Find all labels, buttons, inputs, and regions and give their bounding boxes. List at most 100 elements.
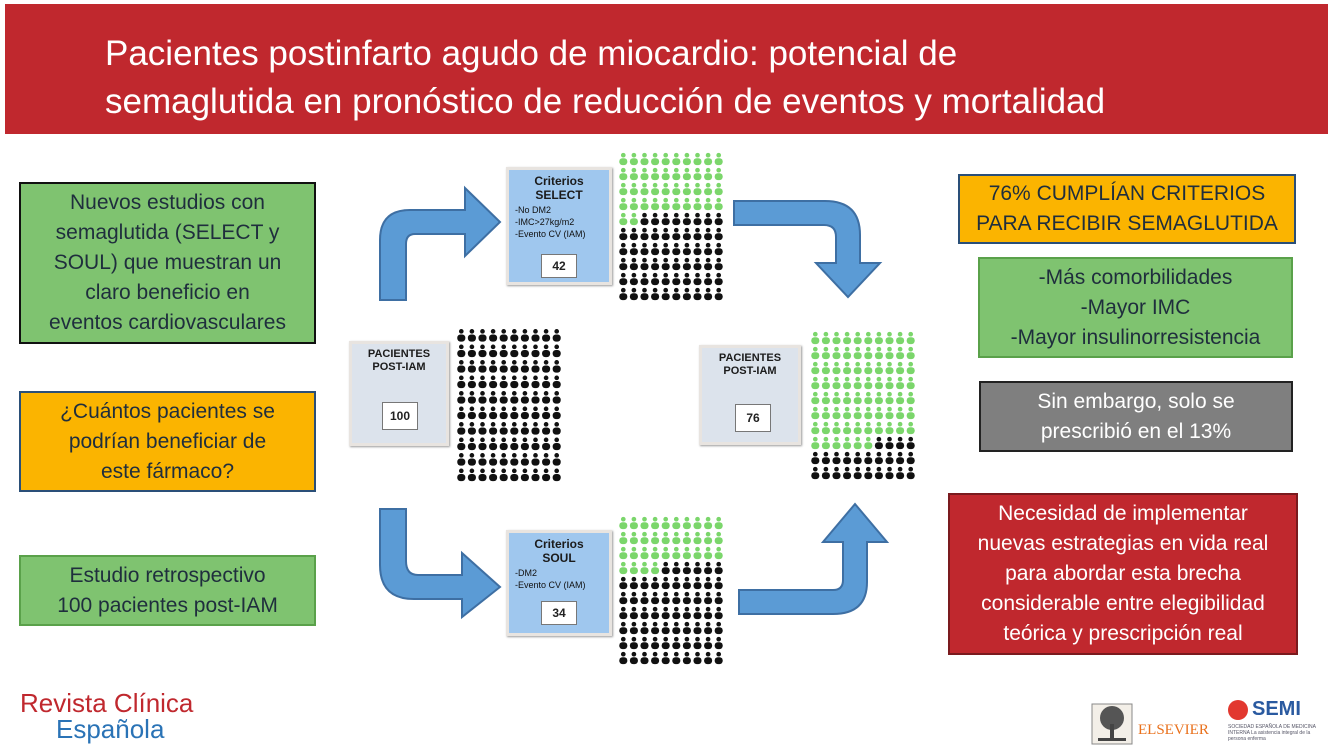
person-icon [510,406,519,420]
person-icon [682,531,691,545]
person-icon [853,376,862,390]
person-icon [651,636,660,650]
person-icon [467,391,476,404]
person-icon [552,375,561,389]
person-icon [853,451,862,465]
person-icon [457,468,466,482]
person-icon [457,344,466,358]
person-icon [629,591,638,605]
person-icon [467,437,476,451]
person-icon [704,606,713,620]
person-icon [467,360,476,373]
person-icon [651,152,660,166]
person-icon [832,361,841,375]
person-icon [672,287,681,301]
person-icon [661,531,670,545]
person-icon [843,406,852,420]
person-icon [499,375,508,389]
person-icon [520,375,529,389]
person-icon [531,453,540,466]
person-icon [843,331,852,345]
person-icon [821,376,830,390]
person-icon [811,346,820,360]
person-icon [478,329,487,342]
person-icon [651,167,660,181]
person-icon [629,242,638,256]
person-icon [552,391,561,404]
text-line: teórica y prescripción real [1003,622,1243,645]
person-icon [714,272,723,286]
person-icon [682,287,691,301]
person-icon [714,516,723,530]
person-icon [510,422,519,435]
person-icon [489,406,498,420]
person-icon [661,591,670,605]
person-icon [682,212,691,226]
criterion: -Evento CV (IAM) [515,229,586,239]
person-icon [640,152,649,166]
person-icon [619,621,628,635]
person-icon [489,468,498,482]
person-icon [811,421,820,435]
person-icon [619,287,628,301]
person-icon [682,621,691,635]
text-line: Necesidad de implementar [998,502,1248,525]
person-icon [651,272,660,286]
person-icon [693,621,702,635]
criterion: -DM2 [515,568,537,578]
person-icon [832,451,841,465]
person-icon [874,451,883,465]
person-icon [510,453,519,466]
person-icon [714,242,723,256]
person-icon [672,212,681,226]
person-icon [489,437,498,451]
person-icon [672,606,681,620]
person-icon [714,152,723,166]
title-line-1: Pacientes postinfarto agudo de miocardio… [105,34,958,73]
person-icon [864,391,873,405]
criterion: -Evento CV (IAM) [515,580,586,590]
person-icon [651,546,660,560]
person-icon [629,182,638,196]
people-grid-all [457,329,561,482]
person-icon [640,242,649,256]
person-icon [629,621,638,635]
person-icon [821,466,830,480]
person-icon [629,546,638,560]
person-icon [619,561,628,575]
person-icon [714,636,723,650]
arrow-right-up-icon [738,502,890,615]
person-icon [714,606,723,620]
person-icon [629,152,638,166]
text-line: podrían beneficiar de [68,429,267,453]
person-icon [629,212,638,226]
person-icon [672,167,681,181]
person-icon [520,344,529,358]
person-icon [693,182,702,196]
person-icon [520,406,529,420]
person-icon [629,576,638,590]
person-icon [821,451,830,465]
person-icon [843,361,852,375]
person-icon [864,346,873,360]
person-icon [510,468,519,482]
select-criteria-card: Criterios SELECT -No DM2 -IMC>27kg/m2 -E… [506,167,612,285]
person-icon [629,227,638,241]
person-icon [906,451,915,465]
person-icon [499,422,508,435]
characteristics-box: -Más comorbilidades -Mayor IMC -Mayor in… [978,257,1293,358]
person-icon [651,621,660,635]
person-icon [651,531,660,545]
text-line: Estudio retrospectivo [69,563,266,587]
person-icon [682,197,691,211]
person-icon [906,391,915,405]
person-icon [489,453,498,466]
person-icon [619,242,628,256]
person-icon [672,182,681,196]
text-line: SOUL) que muestran un [53,251,282,274]
person-icon [520,453,529,466]
person-icon [714,591,723,605]
person-icon [885,331,894,345]
person-icon [661,287,670,301]
person-icon [704,546,713,560]
